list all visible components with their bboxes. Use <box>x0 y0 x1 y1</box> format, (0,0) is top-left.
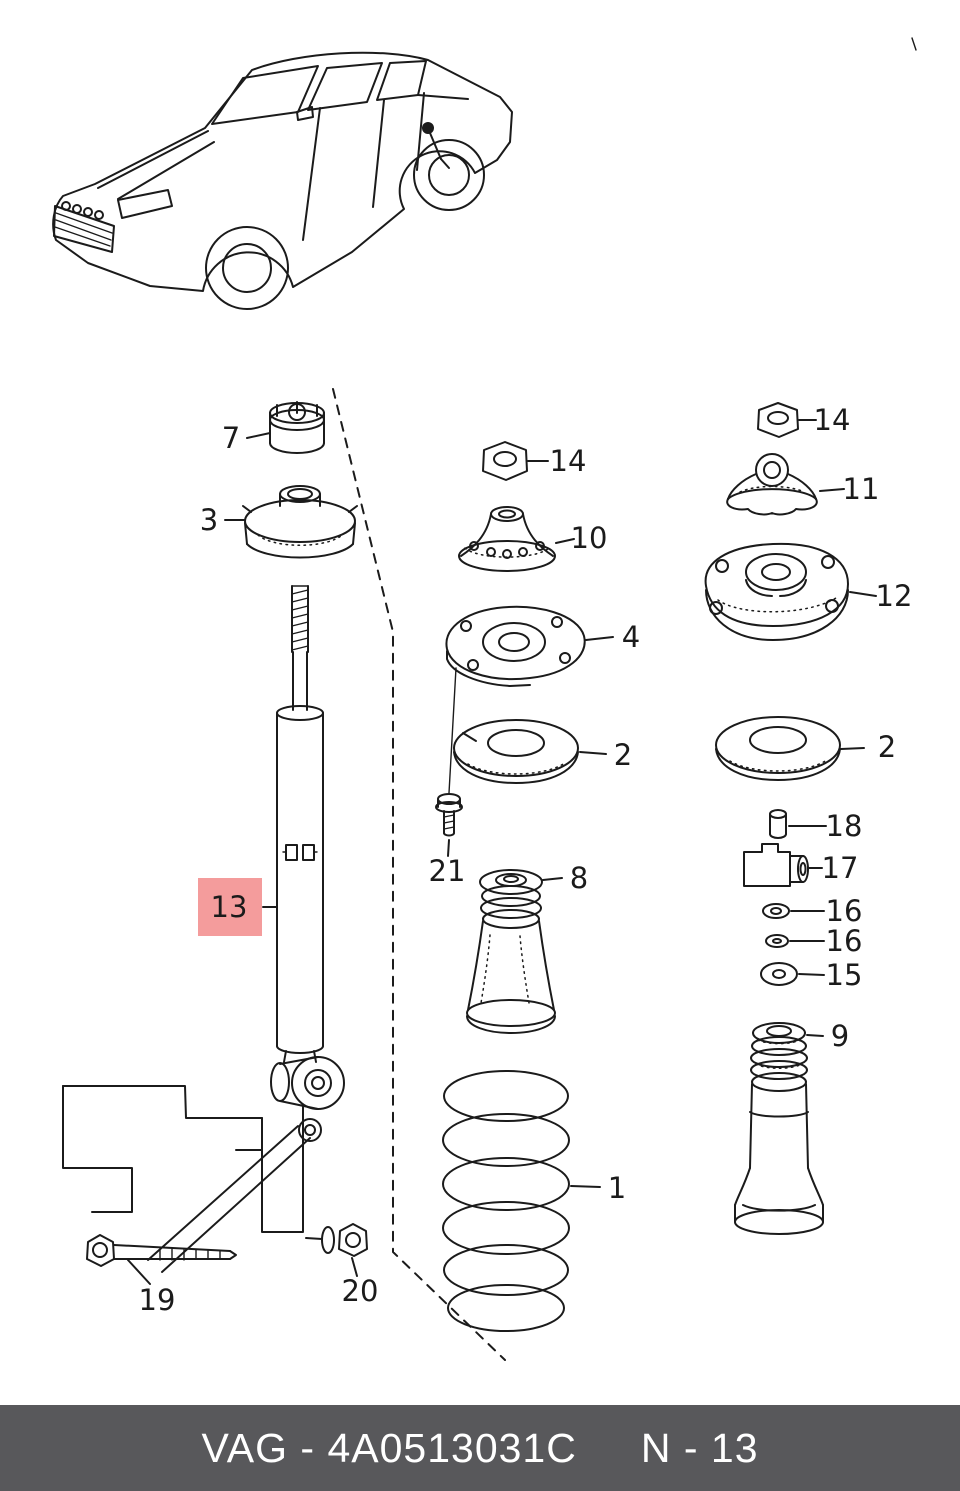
part-16b-washer-drawing <box>765 934 789 948</box>
part-14-nut-right-drawing <box>757 402 799 438</box>
part-9-bumpstop-right-drawing <box>734 1022 824 1235</box>
part-18-sleeve-drawing <box>769 809 787 839</box>
location-indicator-bolt <box>422 122 450 169</box>
catalog-part-number: VAG - 4A0513031C <box>201 1424 577 1471</box>
callout-part-18[interactable]: 18 <box>825 809 863 843</box>
part-21-bolt-drawing <box>435 793 463 837</box>
callout-part-3[interactable]: 3 <box>199 503 219 537</box>
callout-part-21[interactable]: 21 <box>428 854 466 888</box>
part-20-nut-drawing <box>305 1223 368 1257</box>
part-3-mount-drawing <box>242 485 358 559</box>
part-12-plate-drawing <box>704 542 849 641</box>
part-17-clamp-drawing <box>743 843 809 887</box>
callout-part-4[interactable]: 4 <box>621 620 641 654</box>
callout-part-8[interactable]: 8 <box>569 861 589 895</box>
callout-part-20[interactable]: 20 <box>341 1274 379 1308</box>
part-10-mount-drawing <box>458 506 556 572</box>
part-14-nut-mid-drawing <box>482 441 528 481</box>
callout-part-15[interactable]: 15 <box>825 958 863 992</box>
callout-part-12[interactable]: 12 <box>875 579 913 613</box>
callout-part-14-mid[interactable]: 14 <box>549 444 587 478</box>
callout-part-16-lower[interactable]: 16 <box>825 924 863 958</box>
callout-part-10[interactable]: 10 <box>570 521 608 555</box>
callout-part-2-mid[interactable]: 2 <box>613 738 633 772</box>
part-11-cap-drawing <box>726 453 818 516</box>
part-8-bumpstop-drawing <box>466 869 556 1034</box>
callout-part-9[interactable]: 9 <box>830 1019 850 1053</box>
callout-part-19[interactable]: 19 <box>138 1283 176 1317</box>
part-1-spring-drawing <box>442 1070 570 1332</box>
part-2-seat-mid-drawing <box>453 719 579 784</box>
stray-mark <box>911 37 917 51</box>
section-boundary-dash <box>332 388 506 1361</box>
callout-part-11[interactable]: 11 <box>842 472 880 506</box>
suspension-arm-sketch <box>62 1085 322 1273</box>
car-overview-drawing <box>52 51 513 310</box>
part-13-shock-absorber-drawing <box>270 585 345 1110</box>
part-16a-washer-drawing <box>762 903 790 919</box>
callout-part-14-right[interactable]: 14 <box>813 403 851 437</box>
leader-lines <box>127 419 877 1285</box>
footer-bar: VAG - 4A0513031C N - 13 <box>0 1405 960 1491</box>
part-2-seat-right-drawing <box>715 716 841 781</box>
part-15-washer-drawing <box>760 962 798 986</box>
callout-part-17[interactable]: 17 <box>821 851 859 885</box>
callout-part-13[interactable]: 13 <box>210 890 248 924</box>
part-4-plate-drawing <box>445 605 586 794</box>
callout-part-16-upper[interactable]: 16 <box>825 894 863 928</box>
callout-part-2-right[interactable]: 2 <box>877 730 897 764</box>
callout-part-1[interactable]: 1 <box>607 1171 627 1205</box>
callout-part-7[interactable]: 7 <box>221 421 241 455</box>
highlight-selected-part <box>198 878 262 936</box>
part-7-locknut-drawing <box>269 401 325 454</box>
part-19-bolt-drawing <box>86 1234 237 1267</box>
page-reference: N - 13 <box>640 1424 759 1471</box>
